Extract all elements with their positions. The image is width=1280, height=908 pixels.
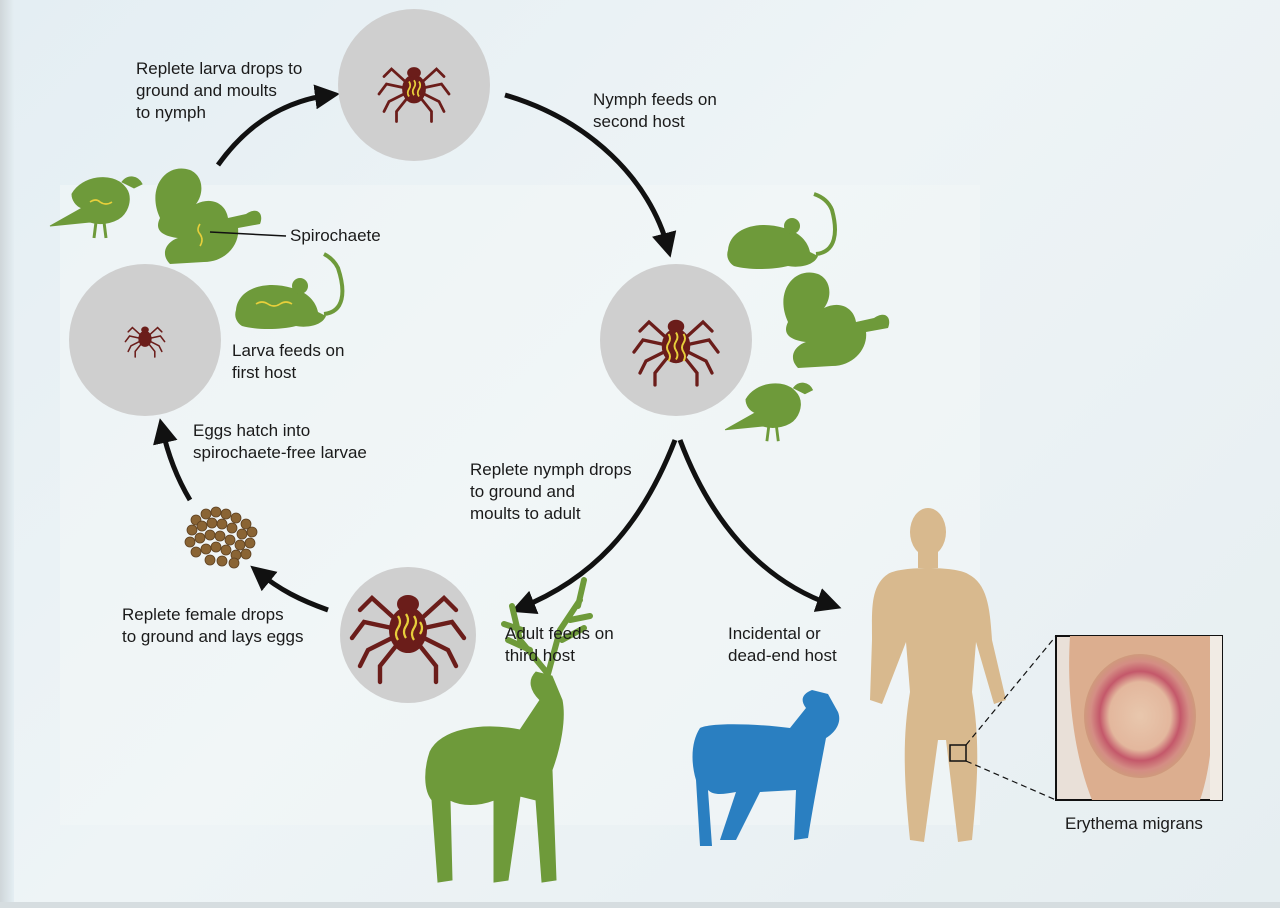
label-replete-female: Replete female drops to ground and lays … <box>122 604 303 648</box>
label-spirochaete: Spirochaete <box>290 225 381 247</box>
label-incidental-host: Incidental or dead-end host <box>728 623 837 667</box>
label-replete-nymph: Replete nymph drops to ground and moults… <box>470 459 632 525</box>
label-larva-feeds: Larva feeds on first host <box>232 340 344 384</box>
label-nymph-feeds: Nymph feeds on second host <box>593 89 717 133</box>
page-bottom-edge <box>0 902 1280 908</box>
label-replete-larva: Replete larva drops to ground and moults… <box>136 58 302 124</box>
erythema-migrans-photo <box>1056 636 1222 800</box>
label-adult-feeds: Adult feeds on third host <box>505 623 614 667</box>
label-erythema-migrans: Erythema migrans <box>1065 813 1203 835</box>
label-eggs-hatch: Eggs hatch into spirochaete-free larvae <box>193 420 367 464</box>
